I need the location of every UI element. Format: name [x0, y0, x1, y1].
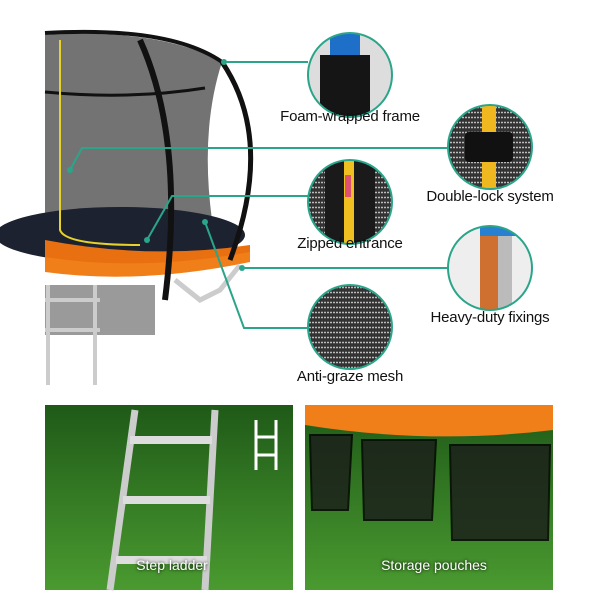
feature-label: Foam-wrapped frame	[280, 108, 420, 125]
buckle-icon	[448, 105, 532, 189]
storage-pouches-photo	[305, 405, 553, 590]
mesh-icon	[308, 285, 392, 369]
feature-label: Anti-graze mesh	[296, 368, 404, 385]
feature-label: Double-lock system	[426, 188, 554, 205]
step-ladder-photo	[45, 405, 293, 591]
feature-label: Heavy-duty fixings	[430, 309, 550, 326]
photo-label: Step ladder	[136, 557, 208, 573]
zipper-icon	[308, 160, 392, 244]
connector-lines	[69, 61, 448, 329]
feature-label: Zipped entrance	[297, 235, 403, 252]
trampoline	[0, 29, 254, 385]
fixings-icon	[448, 226, 532, 310]
photo-label: Storage pouches	[381, 557, 487, 573]
foam-pole-icon	[308, 33, 392, 117]
